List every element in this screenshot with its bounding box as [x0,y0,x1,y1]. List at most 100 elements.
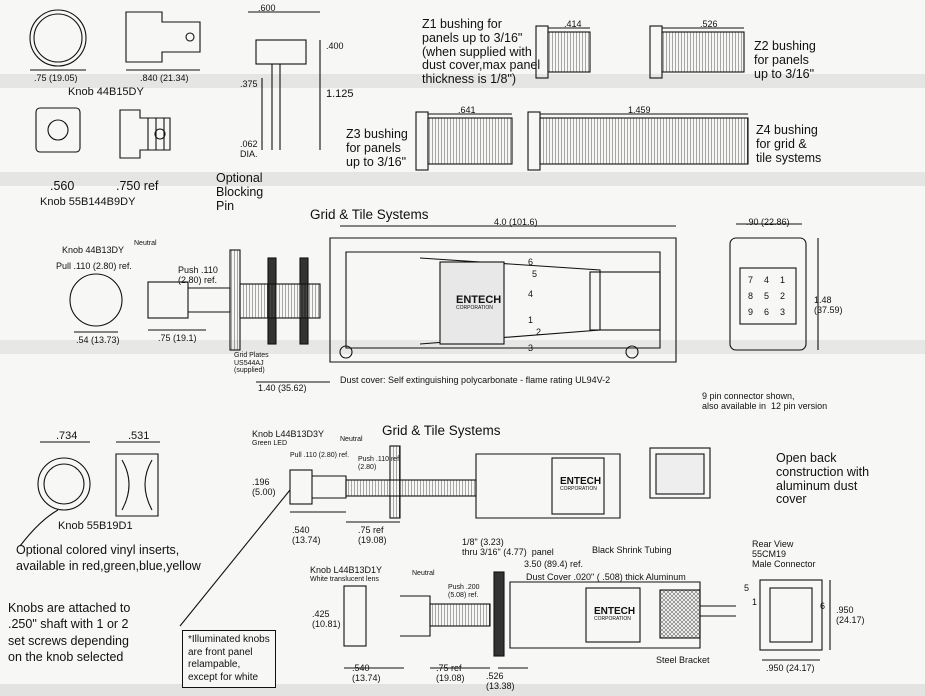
connector-caption: 9 pin connector shown, also available in… [702,391,828,411]
rear-view-height: .950 (24.17) [836,605,865,625]
grid-tile-2-pull: Pull .110 (2.80) ref. [290,452,350,459]
z1-bushing-drawing [535,25,591,79]
pin-label: Optional Blocking Pin [216,171,264,213]
grid-tile-2-title: Grid & Tile Systems [382,423,501,438]
grid-tile-1-neutral: Neutral [134,240,157,247]
connector-pin-8: 8 [748,291,754,301]
blocking-pin-drawing [248,11,321,150]
knob-55b144b9dy-drawing [35,107,171,159]
pin-dim-total: 1.125 [326,88,354,100]
panel-mount-dim-a: .540 (13.74) [352,663,381,683]
grid-tile-1-brand-sub: CORPORATION [456,305,493,311]
panel-mount-bracket: Steel Bracket [656,655,710,665]
knob-44b15dy-drawing [29,9,201,71]
grid-tile-1-overall: 4.0 (101.6) [494,217,538,227]
grid-tile-1-dia: .54 (13.73) [76,335,120,345]
grid-tile-1-title: Grid & Tile Systems [310,207,429,222]
connector-width: .90 (22.86) [746,217,790,227]
terminal-3: 3 [528,343,534,353]
panel-mount-dia: .425 (10.81) [312,609,341,629]
panel-mount-knob: Knob L44B13D1Y [310,565,383,575]
knob-55b19d1-dim-b: .531 [128,430,150,442]
rear-view-title: Rear View 55CM19 Male Connector [752,539,816,569]
grid-tile-1-push: Push .110 (2.80) ref. [178,265,218,285]
panel-mount-dim-b: .75 ref (19.08) [436,663,465,683]
background-band [0,74,925,88]
z3-dim: .641 [458,105,476,115]
knob-55b144b9dy-name: Knob 55B144B9DY [40,196,136,208]
grid-tile-2-knob: Knob L44B13D3Y [252,429,325,439]
pin-dim-top: .400 [326,41,344,51]
grid-tile-2-brand-sub: CORPORATION [560,486,597,492]
grid-tile-2-dia: .196 (5.00) [252,477,276,497]
z3-title: Z3 bushing for panels up to 3/16" [346,127,408,169]
knob-55b144b9dy-dim-b: .750 ref [116,179,159,193]
grid-tile-2-dim-b: .75 ref (19.08) [358,525,387,545]
connector-pin-5: 5 [764,291,770,301]
grid-tile-1-dust-cover: Dust cover: Self extinguishing polycarbo… [340,375,611,385]
grid-tile-2-led: Green LED [252,440,288,447]
connector-pin-6: 6 [764,307,770,317]
grid-tile-2-dim-a: .540 (13.74) [292,525,321,545]
connector-pin-1: 1 [780,275,786,285]
background-band [0,172,925,186]
terminal-4: 4 [528,289,534,299]
knob-44b15dy-dim-b: .840 (21.34) [140,73,189,83]
9-pin-connector-drawing [729,223,819,351]
connector-pin-2: 2 [780,291,786,301]
grid-tile-1-knob: Knob 44B13DY [62,245,125,255]
pin-dim-width: .600 [258,3,276,13]
pin-dim-dia: .062 DIA. [240,139,258,159]
knob-55b144b9dy-dim-a: .560 [50,179,75,193]
grid-tile-2-neutral: Neutral [340,436,363,443]
terminal-6: 6 [528,257,534,267]
panel-mount-brand-sub: CORPORATION [594,616,631,622]
connector-pin-7: 7 [748,275,754,285]
knob-55b19d1-note: Optional colored vinyl inserts, availabl… [16,543,201,574]
grid-tile-1-grid-plates: Grid Plates US544AJ (supplied) [234,352,269,375]
grid-tile-1-drawing [69,225,677,383]
knob-55b19d1-dim-a: .734 [56,430,78,442]
connector-pin-4: 4 [764,275,770,285]
panel-mount-neutral: Neutral [412,570,435,577]
connector-height: 1.48 (37.59) [814,295,843,315]
panel-mount-brand: ENTECH [594,606,636,617]
panel-mount-panel: 1/8" (3.23) thru 3/16" (4.77) panel [462,537,554,557]
rear-view-width: .950 (24.17) [766,663,815,673]
grid-tile-2-drawing [289,445,711,523]
terminal-2: 2 [536,327,542,337]
grid-tile-1-brand: ENTECH [456,294,502,306]
z2-title: Z2 bushing for panels up to 3/16" [754,39,816,81]
rear-view-pin-5: 5 [744,583,750,593]
z1-dim: .414 [564,19,582,29]
z2-dim: .526 [700,19,718,29]
connector-pin-9: 9 [748,307,754,317]
z4-bushing-drawing [527,111,749,171]
knob-44b15dy-name: Knob 44B15DY [68,86,144,98]
panel-mount-push: Push .200 (5.08) ref. [448,584,480,599]
panel-mount-lens: White translucent lens [310,576,379,583]
grid-tile-1-pull: Pull .110 (2.80) ref. [56,261,132,271]
z4-dim: 1.459 [628,105,651,115]
z1-title: Z1 bushing for panels up to 3/16" (when … [422,17,541,86]
open-back-note: Open back construction with aluminum dus… [776,451,870,507]
panel-mount-dust-cover: Dust Cover .020" ( .508) thick Aluminum [526,572,686,582]
terminal-5: 5 [532,269,538,279]
panel-mount-tubing: Black Shrink Tubing [592,545,672,555]
rear-view-pin-1: 1 [752,597,758,607]
grid-tile-1-len: .75 (19.1) [158,333,197,343]
grid-tile-1-total: 1.40 (35.62) [258,383,307,393]
panel-mount-drawing [343,571,736,669]
z2-bushing-drawing [649,25,745,79]
knob-55b19d1-drawing [37,441,160,517]
knobs-note: Knobs are attached to .250" shaft with 1… [8,601,131,664]
rear-view-pin-6: 6 [820,601,826,611]
grid-tile-2-brand: ENTECH [560,476,602,487]
rear-view-connector-drawing [759,579,831,661]
panel-mount-dim-c: .526 (13.38) [486,671,515,691]
illuminated-note: *Illuminated knobs are front panel relam… [182,630,276,688]
panel-mount-len-ref: 3.50 (89.4) ref. [524,559,584,569]
z4-title: Z4 bushing for grid & tile systems [756,123,822,165]
knob-55b19d1-name: Knob 55B19D1 [58,520,133,532]
